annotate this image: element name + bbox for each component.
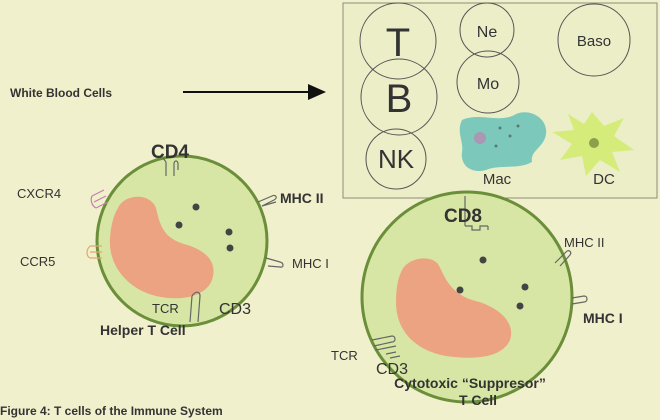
- macrophage-shape: [459, 112, 547, 172]
- wbc-cell-baso: Baso: [557, 3, 631, 77]
- cytotoxic-t-cell: CD8 MHC II MHC I TCR CD3 Cytotoxic “Supp…: [331, 190, 623, 408]
- helper-cd3-label: CD3: [219, 301, 251, 318]
- cd4-receptor-icon: [162, 157, 179, 176]
- cd8-receptor-icon: [464, 196, 489, 231]
- tcr-receptor-icon: [189, 291, 201, 323]
- helper-cxcr4-label: CXCR4: [17, 186, 61, 201]
- helper-mhc1-label: MHC I: [292, 256, 329, 271]
- cytotoxic-cd3-label: CD3: [376, 361, 408, 378]
- wbc-cell-mac: Mac: [459, 112, 547, 188]
- cytotoxic-title: CD8: [444, 206, 482, 227]
- helper-cell-name: Helper T Cell: [100, 322, 186, 338]
- wbc-cell-ne: Ne: [459, 2, 515, 58]
- helper-nucleus: [109, 196, 214, 299]
- wbc-cell-dc-label: DC: [593, 171, 615, 188]
- wbc-cell-nk: NK: [365, 128, 427, 190]
- tcr-receptor-icon-2: [371, 335, 397, 351]
- mhc2-receptor-icon: [257, 194, 277, 207]
- cd3-receptor-icon-2: [385, 351, 401, 359]
- cytotoxic-cell-body: [360, 190, 574, 404]
- wbc-cell-mo: Mo: [456, 50, 520, 114]
- helper-t-cell: CD4 CXCR4 CCR5 MHC II MHC I TCR CD3 Help…: [17, 142, 329, 338]
- cytotoxic-cell-name-line1: Cytotoxic “Suppresor”: [394, 375, 546, 391]
- cytotoxic-mhc1-label: MHC I: [583, 310, 623, 326]
- ccr5-receptor-icon: [86, 245, 102, 259]
- helper-mhc2-label: MHC II: [280, 190, 324, 206]
- wbc-cell-b: B: [360, 58, 438, 136]
- wbc-cell-t: T: [359, 2, 437, 80]
- helper-title: CD4: [151, 142, 189, 163]
- mhc2-receptor-icon-2: [554, 250, 572, 267]
- cytotoxic-cell-name-line2: T Cell: [459, 392, 497, 408]
- cytotoxic-nucleus: [396, 258, 512, 358]
- helper-tcr-label: TCR: [152, 301, 179, 316]
- figure-caption: Figure 4: T cells of the Immune System: [0, 404, 223, 418]
- helper-ccr5-label: CCR5: [20, 254, 55, 269]
- wbc-cell-mac-label: Mac: [483, 171, 512, 188]
- white-blood-cells-label: White Blood Cells: [10, 86, 112, 100]
- wbc-cell-b-label: B: [386, 77, 413, 121]
- cytotoxic-tcr-label: TCR: [331, 348, 358, 363]
- wbc-cell-t-label: T: [386, 21, 410, 65]
- cxcr4-receptor-icon: [90, 189, 109, 209]
- arrow-head-icon: [308, 84, 326, 100]
- mhc1-receptor-icon: [265, 257, 284, 268]
- wbc-cell-ne-label: Ne: [477, 24, 498, 41]
- wbc-cell-dc: DC: [552, 112, 634, 188]
- mhc1-receptor-icon-2: [571, 295, 588, 305]
- wbc-cell-baso-label: Baso: [577, 33, 611, 50]
- wbc-cell-mo-label: Mo: [477, 76, 499, 93]
- wbc-cell-nk-label: NK: [378, 144, 415, 174]
- cytotoxic-mhc2-label: MHC II: [564, 235, 604, 250]
